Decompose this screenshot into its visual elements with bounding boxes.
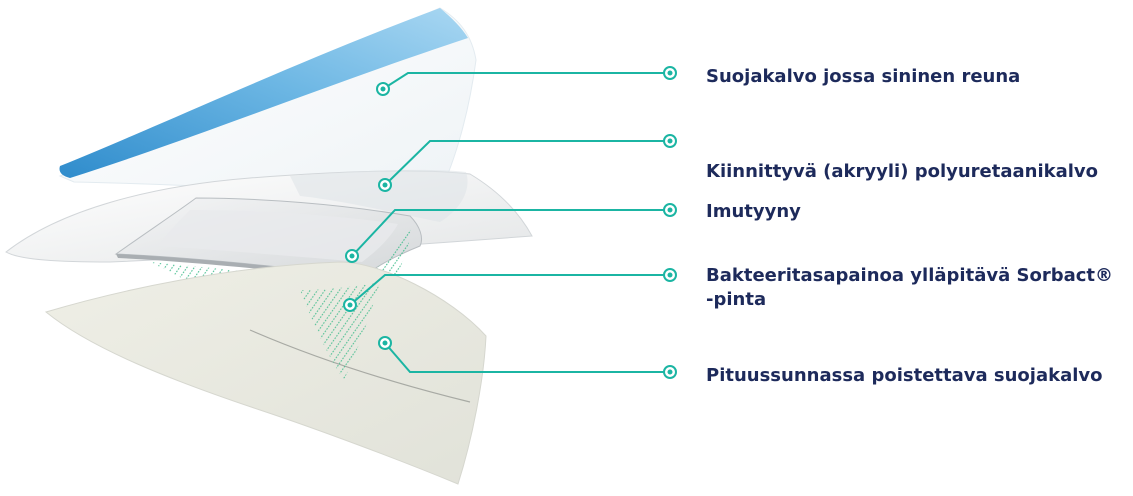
end-dot-5 [664,366,676,378]
end-dot-2 [664,135,676,147]
label-absorbent-pad: Imutyyny [706,200,1131,224]
marker-dot-1 [377,83,389,95]
label-blue-edge-film: Suojakalvo jossa sininen reuna [706,65,1131,89]
label-removable-cover-film-text: Pituussunnassa poistettava suojakalvo [706,365,1103,386]
label-sorbact-surface: Bakteeritasapainoa ylläpitävä Sorbact® -… [706,264,1131,312]
label-sorbact-surface-text: Bakteeritasapainoa ylläpitävä Sorbact® [706,265,1113,286]
marker-dot-5 [379,337,391,349]
end-markers [664,67,676,378]
label-absorbent-pad-text: Imutyyny [706,201,801,222]
end-dot-3 [664,204,676,216]
end-dot-1 [664,67,676,79]
marker-dot-3 [346,250,358,262]
label-adhesive-film-text: Kiinnittyvä (akryyli) polyuretaanikalvo [706,161,1098,182]
end-dot-4 [664,269,676,281]
label-adhesive-film: Kiinnittyvä (akryyli) polyuretaanikalvo [706,160,1131,184]
label-sorbact-surface-text-line2: -pinta [706,288,1131,312]
label-removable-cover-film: Pituussunnassa poistettava suojakalvo [706,364,1131,388]
marker-dot-4 [344,299,356,311]
marker-dot-2 [379,179,391,191]
label-blue-edge-film-text: Suojakalvo jossa sininen reuna [706,66,1020,87]
